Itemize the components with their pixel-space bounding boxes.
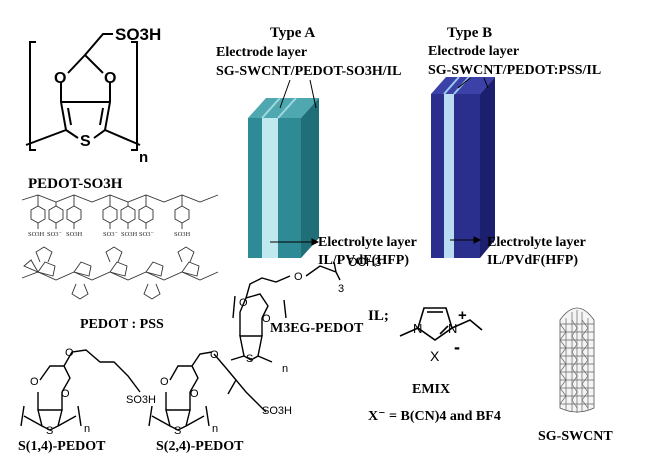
pss-sulfonate-7: SO3H <box>174 231 191 238</box>
type-b-electrode-material: SG-SWCNT/PEDOT:PSS/IL <box>428 63 601 78</box>
type-b-pointer-lines <box>450 77 489 244</box>
s14-pedot-label: S(1,4)-PEDOT <box>18 439 106 454</box>
type-a-pointer-lines <box>270 79 320 246</box>
pedot-so3h-n: n <box>139 149 148 166</box>
m3eg-repeat-subscript: 3 <box>338 283 344 295</box>
pedot-so3h-label: PEDOT-SO3H <box>28 176 123 192</box>
pss-sulfonate-6: SO3⁻ <box>139 231 154 238</box>
swcnt-illustration <box>559 307 595 413</box>
s14-n: n <box>84 423 90 435</box>
pss-sulfonate-5: SO3H <box>121 231 138 238</box>
m3eg-s: S <box>246 353 253 365</box>
emim-n-right: N <box>448 321 457 336</box>
pedot-pss-structure <box>21 194 219 300</box>
type-a-title: Type A <box>270 25 315 41</box>
pss-sulfonate-3: SO3H <box>66 231 83 238</box>
pss-pedot-chain <box>21 246 219 300</box>
type-a-electrode-heading: Electrode layer <box>216 45 307 60</box>
type-b-electrode-right <box>454 94 480 258</box>
type-b-side-face <box>480 77 495 258</box>
s24-side-chain: SO3H <box>262 405 292 417</box>
m3eg-pedot-structure <box>230 261 341 363</box>
pss-sulfonate-1: SO3H <box>28 231 45 238</box>
s24-n: n <box>212 423 218 435</box>
pss-benzene-rings <box>30 195 190 229</box>
swcnt-label: SG-SWCNT <box>538 429 613 444</box>
pss-sulfonate-2: SO3⁻ <box>47 231 62 238</box>
s14-s: S <box>46 425 53 437</box>
type-a-electrolyte-heading: Electrolyte layer <box>318 235 417 250</box>
m3eg-o-right: O <box>262 313 271 325</box>
il-heading: IL; <box>368 308 389 324</box>
type-a-electrolyte-material: IL/PVdF(HFP) <box>318 253 409 268</box>
m3eg-side-chain: OCH3 <box>348 255 382 269</box>
type-b-device <box>431 76 495 258</box>
type-b-electrolyte-heading: Electrolyte layer <box>487 235 586 250</box>
m3eg-pedot-label: M3EG-PEDOT <box>270 321 364 336</box>
pss-sulfonate-labels: SO3H SO3⁻ SO3H SO3⁻ SO3H SO3⁻ SO3H <box>28 231 191 238</box>
type-b-electrolyte-material: IL/PVdF(HFP) <box>487 253 578 268</box>
s24-pedot-structure <box>148 351 267 431</box>
m3eg-n: n <box>282 363 288 375</box>
s14-o-chain: O <box>65 347 74 359</box>
type-b-electrode-heading: Electrode layer <box>428 44 519 59</box>
anion-x: X <box>430 348 440 364</box>
m3eg-o-left: O <box>239 297 248 309</box>
s24-o-left: O <box>160 376 169 388</box>
s14-side-chain: SO3H <box>126 394 156 406</box>
emix-label: EMIX <box>412 382 450 397</box>
pedot-so3h-o-left: O <box>54 70 66 87</box>
s24-pedot-label: S(2,4)-PEDOT <box>156 439 244 454</box>
anion-charge: - <box>454 337 460 357</box>
type-a-electrode-left <box>248 118 262 258</box>
anion-definition: X⁻ = B(CN)4 and BF4 <box>368 409 501 424</box>
s14-o-right: O <box>61 388 70 400</box>
pedot-pss-label: PEDOT : PSS <box>80 317 164 332</box>
emim-n-left: N <box>413 321 422 336</box>
emim-cation-structure <box>399 307 483 341</box>
type-b-electrolyte <box>444 94 454 258</box>
s14-pedot-structure <box>20 349 141 431</box>
s24-s: S <box>174 425 181 437</box>
type-b-title: Type B <box>447 25 492 41</box>
pss-sulfonate-4: SO3⁻ <box>103 231 118 238</box>
type-b-electrode-left <box>431 94 444 258</box>
type-a-electrode-right <box>278 118 301 258</box>
emim-charge: + <box>458 307 467 324</box>
s14-o-left: O <box>30 376 39 388</box>
pedot-so3h-o-right: O <box>104 70 116 87</box>
m3eg-o-chain: O <box>294 271 303 283</box>
pedot-so3h-structure <box>25 33 141 151</box>
type-a-device <box>248 97 319 258</box>
pedot-so3h-s: S <box>80 133 91 150</box>
pedot-so3h-substituent: SO3H <box>115 25 161 44</box>
type-a-electrolyte <box>262 118 278 258</box>
s24-o-chain: O <box>210 349 219 361</box>
s24-o-right: O <box>190 388 199 400</box>
type-a-side-face <box>301 98 319 258</box>
type-a-electrode-material: SG-SWCNT/PEDOT-SO3H/IL <box>216 64 401 79</box>
